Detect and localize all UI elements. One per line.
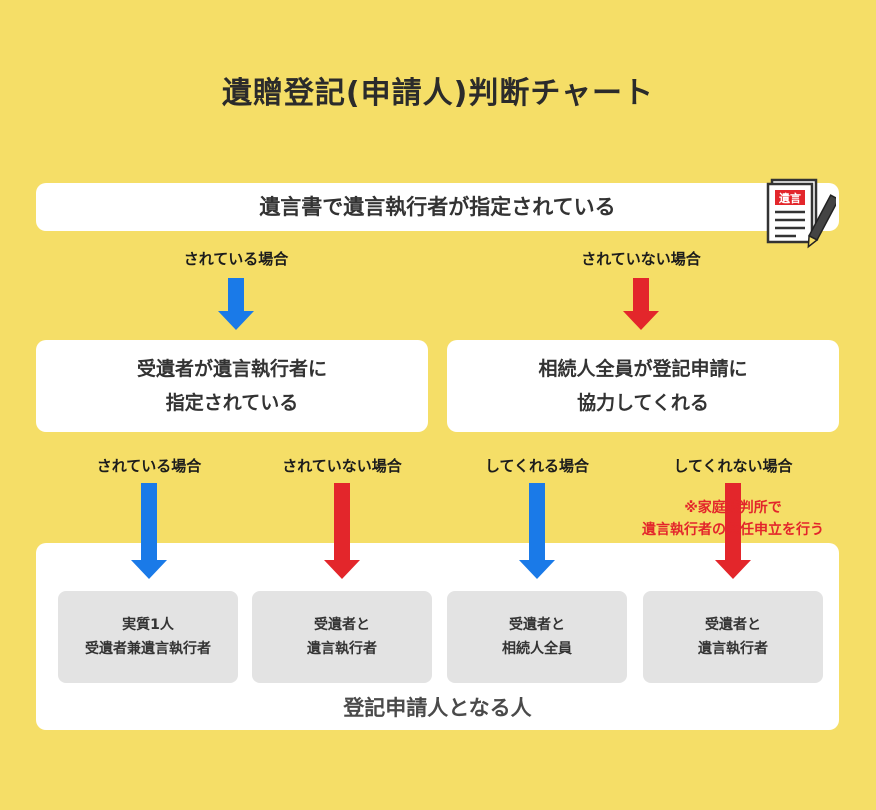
no-arrow-b <box>715 483 751 579</box>
middle-question-left-line2: 指定されている <box>165 392 299 414</box>
branch-label-no-b: してくれない場合 <box>673 457 793 475</box>
middle-question-left: 受遺者が遺言執行者に 指定されている <box>36 340 428 432</box>
result-4-line2: 遺言執行者 <box>698 641 768 657</box>
result-1-line2: 受遺者兼遺言執行者 <box>85 641 211 657</box>
result-box-2: 受遺者と 遺言執行者 <box>252 591 432 683</box>
court-note: ※家庭裁判所で 遺言執行者の選任申立を行う <box>642 497 824 541</box>
result-box-1: 実質1人 受遺者兼遺言執行者 <box>58 591 238 683</box>
top-question-box <box>36 183 839 231</box>
result-caption: 登記申請人となる人 <box>343 696 532 720</box>
document-pen-icon: 遺言 <box>766 178 836 249</box>
branch-label-yes-a: されている場合 <box>96 457 202 475</box>
court-note-line1: ※家庭裁判所で <box>684 500 782 516</box>
page-title: 遺贈登記(申請人)判断チャート <box>221 76 655 111</box>
branch-label-no-level1: されていない場合 <box>581 250 701 268</box>
result-2-line2: 遺言執行者 <box>307 641 377 657</box>
result-box-3: 受遺者と 相続人全員 <box>447 591 627 683</box>
middle-question-right-line1: 相続人全員が登記申請に <box>538 358 748 380</box>
yes-arrow-level1 <box>218 278 254 330</box>
branch-label-yes-level1: されている場合 <box>183 250 289 268</box>
no-arrow-a <box>324 483 360 579</box>
middle-question-right: 相続人全員が登記申請に 協力してくれる <box>447 340 839 432</box>
document-icon-label: 遺言 <box>778 191 801 205</box>
branch-label-no-a: されていない場合 <box>282 457 402 475</box>
result-2-line1: 受遺者と <box>314 617 370 633</box>
result-1-line1: 実質1人 <box>122 617 174 633</box>
result-3-line2: 相続人全員 <box>502 641 572 657</box>
top-question-text: 遺言書で遺言執行者が指定されている <box>259 195 616 219</box>
middle-question-right-line2: 協力してくれる <box>577 392 709 414</box>
yes-arrow-b <box>519 483 555 579</box>
result-4-line1: 受遺者と <box>705 617 761 633</box>
result-3-line1: 受遺者と <box>509 617 565 633</box>
no-arrow-level1 <box>623 278 659 330</box>
yes-arrow-a <box>131 483 167 579</box>
result-box-4: 受遺者と 遺言執行者 <box>643 591 823 683</box>
court-note-line2: 遺言執行者の選任申立を行う <box>642 522 824 538</box>
middle-question-left-line1: 受遺者が遺言執行者に <box>136 358 327 380</box>
branch-label-yes-b: してくれる場合 <box>484 457 590 475</box>
